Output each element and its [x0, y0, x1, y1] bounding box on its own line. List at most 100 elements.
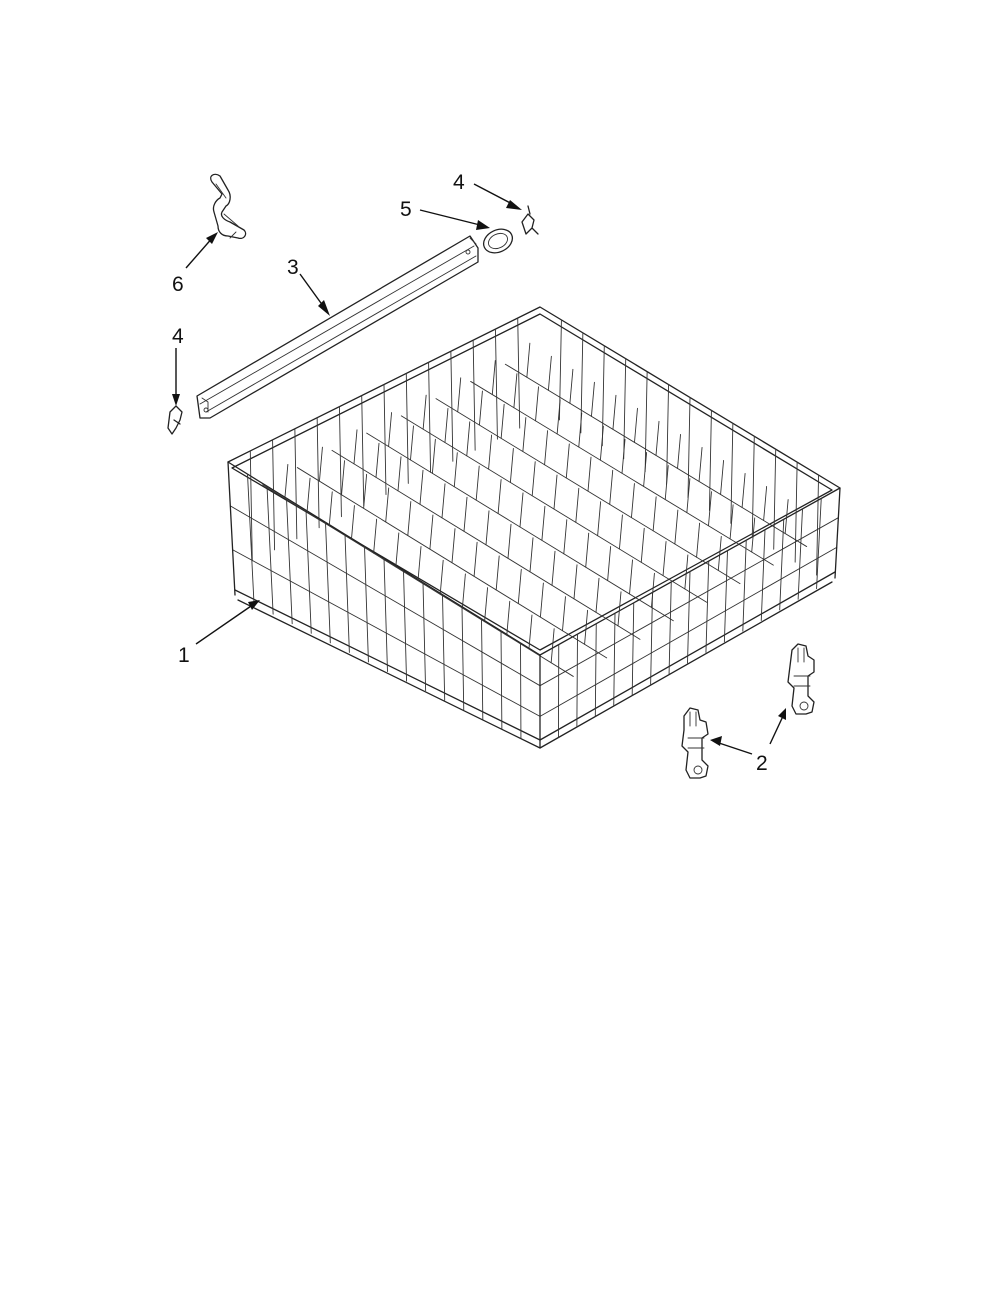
- wire: [364, 545, 369, 663]
- wire: [553, 474, 558, 510]
- wire: [631, 602, 635, 696]
- wire: [431, 438, 436, 474]
- wire: [797, 508, 803, 600]
- wire: [500, 403, 505, 439]
- roller-bracket-part-left: [681, 707, 709, 779]
- wire: [442, 594, 446, 701]
- wire: [266, 485, 274, 615]
- wire: [751, 517, 756, 553]
- wire: [363, 473, 368, 509]
- wire: [506, 600, 511, 636]
- wire: [623, 358, 627, 460]
- wire: [644, 371, 648, 473]
- wire: [742, 539, 747, 632]
- wire: [338, 406, 342, 518]
- wire: [286, 497, 293, 625]
- wire: [488, 434, 493, 470]
- wire: [539, 582, 544, 618]
- wire: [481, 618, 484, 720]
- wire: [497, 479, 502, 514]
- wire: [531, 461, 536, 497]
- wire: [373, 518, 378, 554]
- wire: [388, 412, 393, 447]
- wire: [472, 339, 476, 451]
- wire: [485, 510, 490, 546]
- wire: [584, 609, 589, 645]
- wire: [494, 328, 498, 440]
- wire: [475, 465, 480, 501]
- wire: [687, 571, 691, 664]
- wire: [594, 623, 597, 717]
- wire: [526, 342, 531, 378]
- callout-labels: 6 3 5 4 4 1 2: [172, 171, 768, 775]
- wire: [417, 546, 422, 582]
- wire: [664, 465, 669, 500]
- basket-bars-front-right: [539, 497, 839, 738]
- wire: [318, 446, 323, 482]
- wire: [794, 461, 798, 563]
- callout-4-left: 4: [172, 325, 184, 348]
- wire: [403, 570, 408, 682]
- wire: [544, 430, 549, 466]
- wire: [422, 582, 427, 692]
- wire: [629, 559, 633, 595]
- wire: [705, 560, 710, 653]
- wire: [556, 399, 561, 435]
- wire: [405, 372, 409, 484]
- wire: [507, 523, 512, 559]
- wire: [232, 549, 541, 717]
- wire: [229, 505, 541, 687]
- wire: [385, 487, 390, 523]
- wire: [599, 425, 604, 461]
- wire: [410, 425, 414, 461]
- wire: [439, 559, 444, 595]
- wire: [463, 496, 468, 532]
- wire: [428, 361, 432, 473]
- wire: [666, 384, 670, 486]
- wire: [741, 473, 746, 508]
- wire: [461, 573, 466, 609]
- wire: [461, 606, 465, 711]
- callout-4-top: 4: [453, 171, 465, 194]
- wire: [687, 397, 691, 498]
- wire: [451, 528, 456, 564]
- basket-bars-front-left: [229, 473, 541, 739]
- wire: [784, 499, 789, 534]
- wire: [375, 442, 380, 478]
- wire: [441, 483, 446, 519]
- wire: [696, 522, 701, 558]
- wire: [585, 532, 590, 568]
- wire: [383, 558, 388, 672]
- wire: [284, 464, 289, 499]
- wire: [621, 438, 626, 474]
- callout-5: 5: [400, 198, 412, 221]
- wire: [607, 546, 612, 582]
- wire: [509, 447, 514, 483]
- callout-6: 6: [172, 273, 184, 296]
- wire: [650, 572, 655, 608]
- stop-clip-part-left: [167, 405, 183, 435]
- wire: [500, 630, 503, 730]
- rack-track-part: [196, 235, 479, 419]
- wire: [601, 345, 605, 447]
- wire: [590, 381, 595, 417]
- wire: [730, 422, 734, 524]
- wire: [407, 501, 412, 536]
- wire: [717, 536, 722, 571]
- wire: [720, 460, 725, 495]
- wire: [419, 469, 424, 505]
- wire: [353, 429, 358, 465]
- wire: [316, 417, 320, 529]
- wire: [597, 501, 602, 537]
- wire: [450, 350, 454, 462]
- callout-1: 1: [178, 644, 190, 667]
- wire: [249, 450, 253, 562]
- wire: [551, 550, 556, 586]
- wire: [550, 628, 555, 664]
- wire: [640, 527, 645, 563]
- wire: [612, 394, 617, 430]
- wire: [383, 384, 387, 495]
- wire: [708, 409, 712, 511]
